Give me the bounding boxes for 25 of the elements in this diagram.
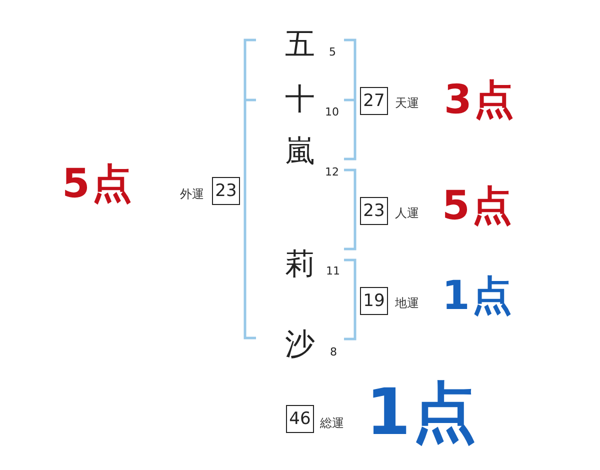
name-character: 十 <box>285 85 315 115</box>
stroke-count: 12 <box>325 166 339 178</box>
score-text: 1点 <box>366 381 479 445</box>
name-character: 五 <box>285 30 315 60</box>
fortune-label: 外運 <box>180 188 204 200</box>
number-box: 23 <box>212 177 240 205</box>
name-character: 嵐 <box>285 137 315 167</box>
score-text: 3点 <box>444 80 516 120</box>
stroke-count: 10 <box>325 106 339 118</box>
name-character: 沙 <box>285 330 315 360</box>
fortune-label: 総運 <box>320 417 344 429</box>
name-character: 莉 <box>285 250 315 280</box>
fortune-label: 人運 <box>395 207 419 219</box>
score-text: 1点 <box>442 276 514 316</box>
number-box: 27 <box>360 87 388 115</box>
fortune-label: 地運 <box>395 297 419 309</box>
fortune-label: 天運 <box>395 97 419 109</box>
number-box: 46 <box>286 405 314 433</box>
stroke-count: 5 <box>329 46 336 58</box>
number-box: 19 <box>360 287 388 315</box>
stroke-count: 11 <box>326 266 340 276</box>
number-box: 23 <box>360 197 388 225</box>
score-text: 5点 <box>62 164 134 204</box>
score-text: 5点 <box>442 186 514 226</box>
stroke-count: 8 <box>330 346 337 358</box>
